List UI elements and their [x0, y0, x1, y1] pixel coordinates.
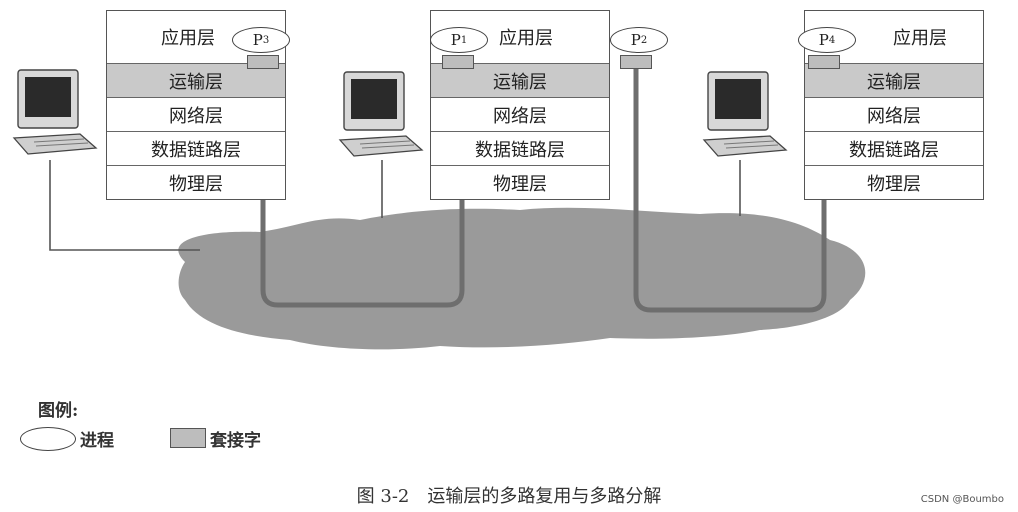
left-host-computer-icon — [12, 69, 98, 155]
watermark-credit: CSDN @Boumbo — [920, 494, 1004, 505]
network-cloud — [178, 207, 866, 350]
center-protocol-stack: 应用层 运输层 网络层 数据链路层 物理层 — [430, 10, 610, 200]
legend-process-icon — [20, 427, 76, 451]
left-network-layer: 网络层 — [107, 97, 285, 131]
legend-socket-label: 套接字 — [210, 431, 261, 451]
left-application-layer: 应用层 — [161, 28, 215, 49]
right-network-layer: 网络层 — [805, 97, 983, 131]
socket-p3 — [247, 55, 279, 69]
center-host-computer-icon — [338, 71, 424, 157]
connection-p2-p4 — [633, 62, 827, 313]
center-datalink-layer: 数据链路层 — [431, 131, 609, 165]
legend-title: 图例: — [38, 401, 79, 421]
left-host-wire — [49, 160, 200, 251]
socket-p1 — [442, 55, 474, 69]
right-transport-layer: 运输层 — [805, 63, 983, 97]
right-physical-layer: 物理层 — [805, 165, 983, 199]
socket-p2 — [620, 55, 652, 69]
left-physical-layer: 物理层 — [107, 165, 285, 199]
center-application-layer: 应用层 — [499, 28, 553, 49]
figure-caption: 图 3-2 运输层的多路复用与多路分解 — [356, 486, 662, 507]
legend-socket-icon — [170, 428, 206, 448]
left-datalink-layer: 数据链路层 — [107, 131, 285, 165]
legend-process-label: 进程 — [80, 431, 114, 451]
right-host-computer-icon — [702, 71, 788, 157]
center-physical-layer: 物理层 — [431, 165, 609, 199]
center-network-layer: 网络层 — [431, 97, 609, 131]
connection-p3-p1 — [260, 62, 465, 308]
socket-p4 — [808, 55, 840, 69]
right-application-layer: 应用层 — [893, 28, 947, 49]
right-datalink-layer: 数据链路层 — [805, 131, 983, 165]
